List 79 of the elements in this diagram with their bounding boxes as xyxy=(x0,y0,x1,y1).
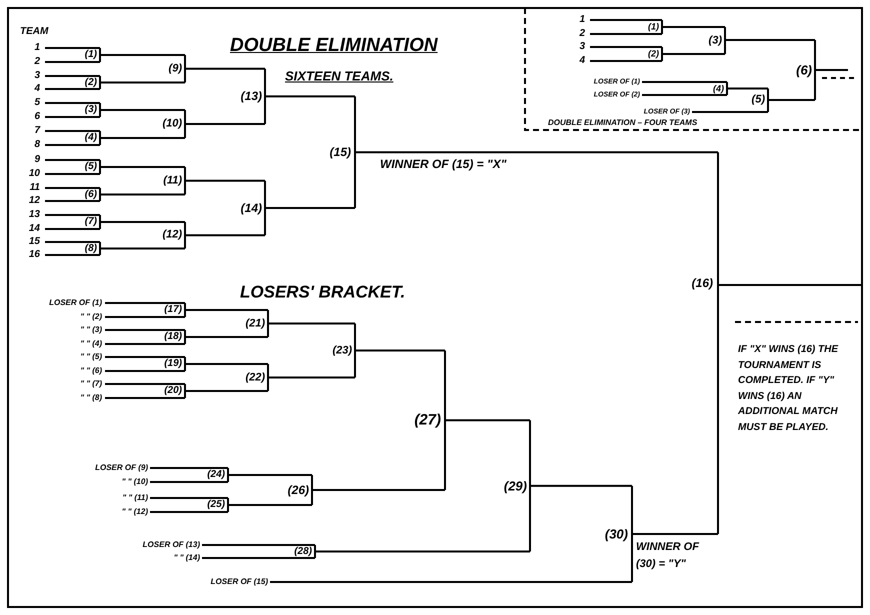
section-heading: LOSERS' BRACKET. xyxy=(240,284,406,300)
match-number: (20) xyxy=(164,386,182,396)
match-number: (29) xyxy=(504,479,527,492)
row-label: LOSER OF (13) xyxy=(142,541,200,549)
subheading: SIXTEEN TEAMS. xyxy=(285,70,394,82)
row-label: " " (11) xyxy=(122,494,148,502)
row-label: " " (5) xyxy=(80,353,102,361)
match-number: (17) xyxy=(164,305,182,315)
match-number: (1) xyxy=(648,22,659,32)
team-number: 11 xyxy=(30,183,40,193)
team-number: 13 xyxy=(28,210,40,220)
team-number: 9 xyxy=(34,155,40,165)
team-number: 10 xyxy=(28,169,40,179)
row-label: " " (2) xyxy=(80,313,102,321)
match-number: (2) xyxy=(84,78,97,88)
team-number: 5 xyxy=(34,98,40,108)
row-label: " " (6) xyxy=(80,367,102,375)
match-number: (3) xyxy=(84,105,97,115)
match-number: (2) xyxy=(648,50,659,58)
match-number: (14) xyxy=(240,202,262,214)
winner-label: WINNER OF (30) = "Y" xyxy=(636,540,700,572)
row-label: LOSER OF (15) xyxy=(210,578,268,586)
row-label: " " (3) xyxy=(80,326,102,334)
match-number: (13) xyxy=(240,90,262,102)
match-number: (19) xyxy=(164,359,182,369)
team-number: 2 xyxy=(579,29,585,39)
match-number: (21) xyxy=(245,318,265,329)
team-number: 12 xyxy=(28,196,40,206)
row-label: " " (14) xyxy=(174,554,200,562)
match-number: (6) xyxy=(84,190,97,200)
row-label: " " (4) xyxy=(80,340,102,348)
team-number: 16 xyxy=(28,250,40,260)
match-number: (15) xyxy=(330,146,351,158)
match-number: (25) xyxy=(207,500,225,510)
team-number: 7 xyxy=(34,126,40,136)
match-number: (16) xyxy=(692,277,713,289)
match-number: (7) xyxy=(84,217,97,227)
team-number: 1 xyxy=(34,43,40,53)
match-number: (11) xyxy=(163,175,182,186)
team-number: 1 xyxy=(579,15,585,25)
match-number: (30) xyxy=(604,527,628,540)
match-number: (5) xyxy=(84,162,97,172)
inset-caption: DOUBLE ELIMINATION – FOUR TEAMS xyxy=(548,119,698,127)
match-number: (24) xyxy=(207,470,225,480)
match-number: (23) xyxy=(332,345,352,356)
match-number: (12) xyxy=(162,230,182,241)
column-heading: TEAM xyxy=(20,27,48,37)
match-number: (1) xyxy=(84,50,97,60)
match-number: (10) xyxy=(162,118,182,130)
team-number: 3 xyxy=(579,42,585,52)
match-number: (18) xyxy=(164,332,182,342)
team-number: 15 xyxy=(28,237,40,247)
row-label: " " (12) xyxy=(122,508,148,516)
team-number: 8 xyxy=(34,140,40,150)
match-number: (26) xyxy=(288,484,309,496)
team-number: 4 xyxy=(34,84,40,94)
match-number: (4) xyxy=(713,84,724,93)
match-number: (27) xyxy=(414,412,441,428)
row-label: " " (7) xyxy=(80,380,102,388)
team-number: 6 xyxy=(34,112,40,122)
team-number: 2 xyxy=(34,57,40,67)
row-label: LOSER OF (1) xyxy=(49,299,102,307)
match-number: (4) xyxy=(84,133,97,143)
row-label: LOSER OF (9) xyxy=(95,464,148,472)
row-label: " " (10) xyxy=(122,478,148,486)
match-number: (5) xyxy=(752,94,765,106)
match-number: (6) xyxy=(796,64,812,76)
team-number: 3 xyxy=(34,71,40,81)
winner-label: WINNER OF (15) = "X" xyxy=(380,158,506,170)
match-number: (28) xyxy=(294,546,312,556)
match-number: (3) xyxy=(708,35,722,46)
match-number: (22) xyxy=(245,372,265,383)
team-number: 4 xyxy=(579,56,585,66)
row-label: " " (8) xyxy=(80,394,102,402)
team-number: 14 xyxy=(28,224,40,234)
heading: DOUBLE ELIMINATION xyxy=(230,36,438,55)
match-number: (9) xyxy=(168,63,182,74)
match-number: (8) xyxy=(84,244,97,254)
note: IF "X" WINS (16) THE TOURNAMENT IS COMPLETED. IF "Y" WINS (16) AN ADDITIONAL MATCH MUST BE PLAYED. xyxy=(738,343,840,434)
